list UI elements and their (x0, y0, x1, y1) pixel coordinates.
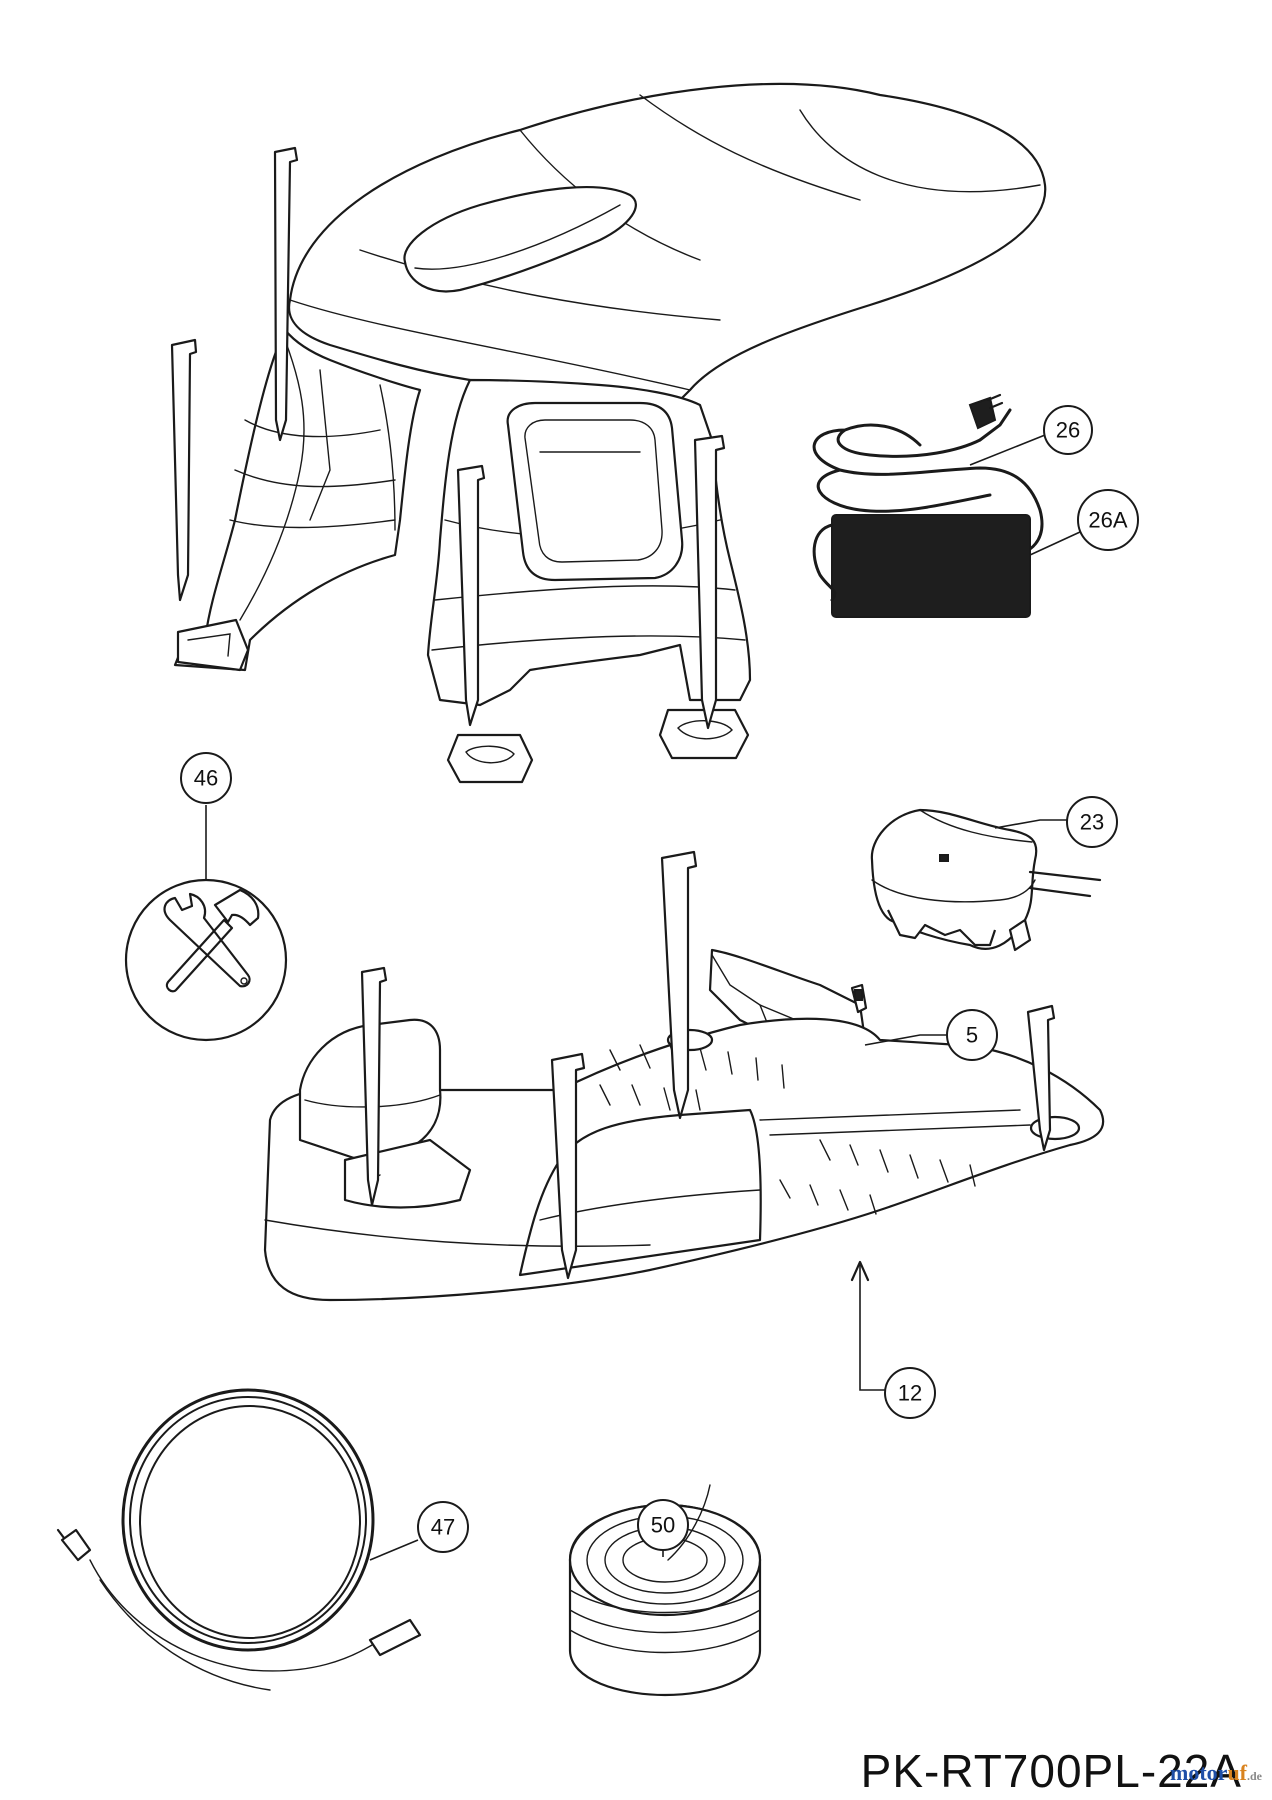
wrench-hammer-icon (163, 888, 260, 993)
callout-26a-label: 26A (1088, 508, 1127, 533)
callout-5-label: 5 (966, 1023, 978, 1048)
ground-pegs-lower (360, 850, 1056, 1280)
model-code: PK-RT700PL-22A (860, 1745, 1242, 1797)
charger-power-supply (812, 393, 1044, 618)
ground-pegs-upper (170, 146, 726, 730)
tools-symbol (124, 878, 288, 1042)
callout-5: 5 (864, 1009, 998, 1061)
tape-roll (568, 1484, 762, 1697)
callout-46: 46 (180, 752, 232, 880)
boundary-wire-coil (56, 1388, 422, 1691)
garage-cover (173, 82, 1047, 784)
callout-26a: 26A (1029, 489, 1139, 556)
callout-12-label: 12 (898, 1381, 922, 1406)
watermark-logo: motoruf.de (1170, 1760, 1262, 1785)
callout-12: 12 (850, 1260, 936, 1419)
callout-50: 50 (637, 1499, 689, 1557)
callout-26: 26 (969, 405, 1093, 466)
control-unit (870, 808, 1102, 952)
callout-46-label: 46 (194, 766, 218, 791)
callout-26-label: 26 (1056, 418, 1080, 443)
callout-47-label: 47 (431, 1515, 455, 1540)
callout-47: 47 (369, 1501, 469, 1561)
callout-23-label: 23 (1080, 810, 1104, 835)
callout-23: 23 (994, 796, 1118, 848)
callout-50-label: 50 (651, 1513, 675, 1538)
